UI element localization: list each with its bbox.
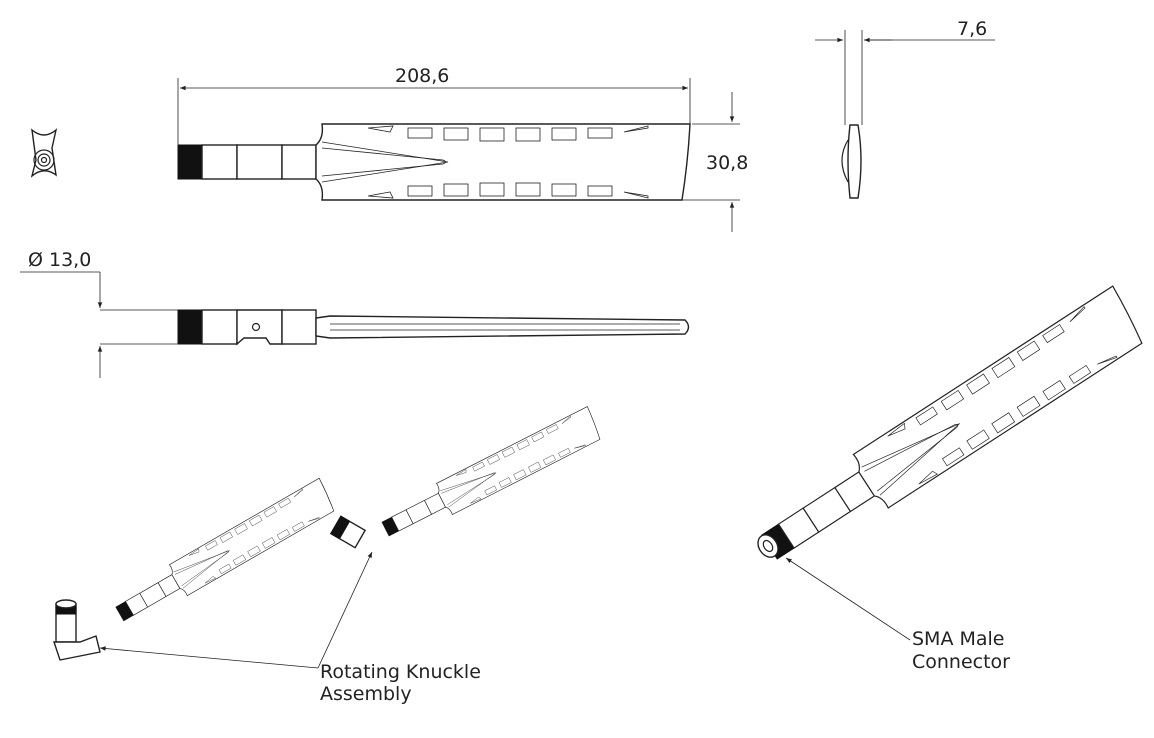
iso-view-straight	[751, 285, 1149, 575]
knuckle-callout: Rotating Knuckle Assembly	[99, 551, 481, 705]
width-dimension: 30,8	[706, 152, 748, 174]
sma-label-line1: SMA Male	[912, 628, 1005, 650]
knuckle-label-line2: Assembly	[320, 683, 412, 705]
length-dimension: 208,6	[395, 65, 449, 87]
iso-view-bent	[53, 477, 338, 661]
side-view: Ø 13,0	[20, 249, 690, 378]
thickness-dimension: 7,6	[957, 18, 987, 40]
diameter-dimension: Ø 13,0	[28, 249, 91, 271]
end-view	[30, 128, 58, 178]
side-end-view: 7,6	[815, 18, 995, 199]
sma-callout: SMA Male Connector	[785, 557, 1010, 673]
iso-view-angled	[329, 406, 604, 549]
knuckle-label-line1: Rotating Knuckle	[320, 661, 481, 683]
top-view: 208,6 30,8	[177, 65, 748, 232]
sma-label-line2: Connector	[912, 651, 1010, 673]
